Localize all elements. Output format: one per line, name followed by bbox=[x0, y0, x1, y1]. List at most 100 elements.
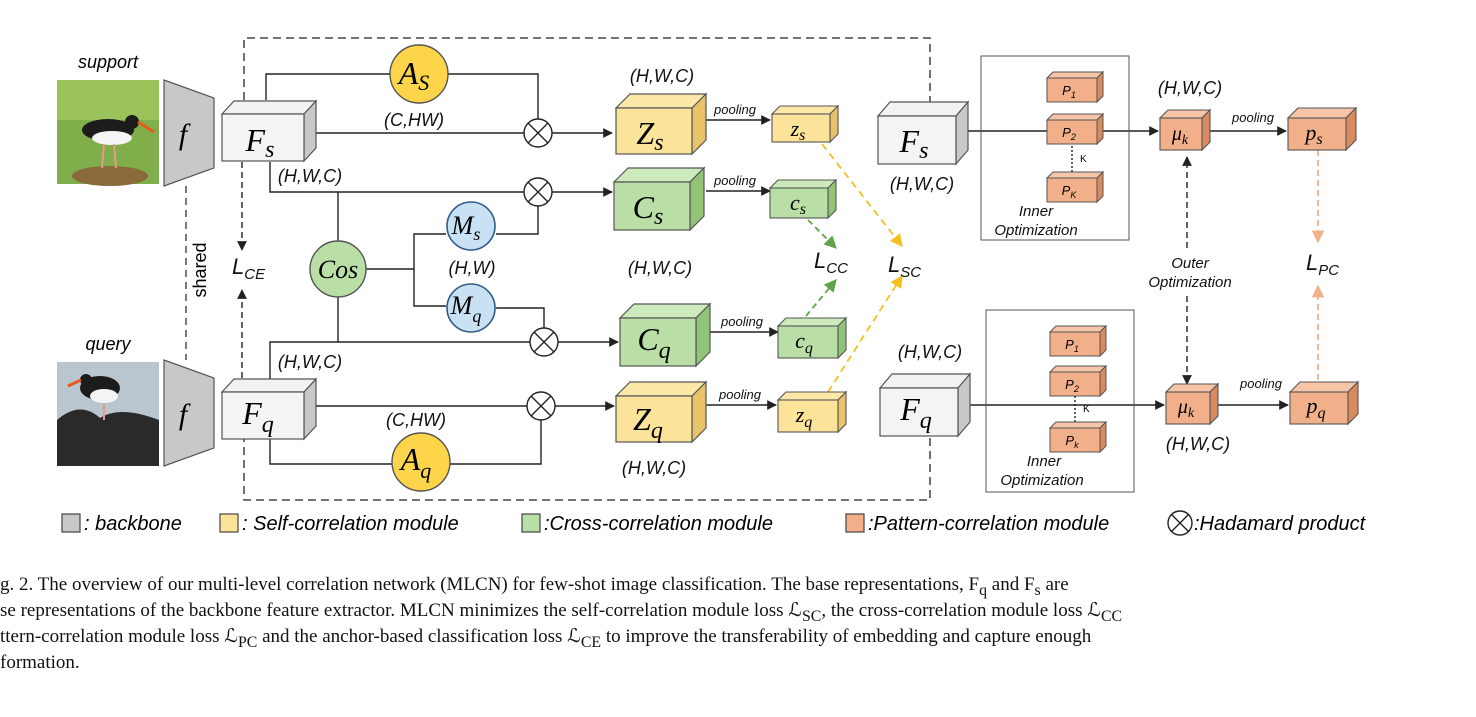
optimization-labels: Inner Optimization Inner Optimization Ou… bbox=[994, 203, 1231, 489]
legend-item: :Cross-correlation module bbox=[521, 513, 773, 535]
prototype-label: Pk bbox=[1065, 433, 1079, 450]
dim-label: (H,W,C) bbox=[622, 458, 686, 478]
cube-zq-pooled: zq bbox=[776, 390, 848, 434]
backbone-query: f bbox=[163, 359, 215, 467]
arrow-cs-lcc bbox=[807, 219, 837, 249]
prototype-cube: P2 bbox=[1045, 112, 1105, 146]
diagram-stage: support query f f shared bbox=[57, 37, 1367, 536]
wiring bbox=[237, 73, 1289, 465]
caption-line-3: ttern-correlation module loss ℒPC and th… bbox=[0, 626, 1092, 651]
cube-fq-left: Fq bbox=[220, 377, 318, 441]
dim-label: (C,HW) bbox=[386, 410, 446, 430]
cube-ps: ps bbox=[1286, 106, 1358, 152]
dim-label: (H,W,C) bbox=[898, 342, 962, 362]
svg-text:Aq: Aq bbox=[399, 441, 432, 483]
dim-label: (H,W,C) bbox=[890, 174, 954, 194]
legend-label: :Hadamard product bbox=[1194, 513, 1367, 535]
inner-opt-bottom-2: Optimization bbox=[1000, 472, 1083, 489]
cube-cs-pooled: cs bbox=[768, 178, 838, 220]
loss-ce: LCE bbox=[232, 254, 266, 283]
prototype-label: P1 bbox=[1065, 337, 1079, 354]
k-label-bottom: K bbox=[1083, 404, 1090, 415]
svg-text:Ms: Ms bbox=[451, 211, 481, 244]
dim-label: (H,W,C) bbox=[630, 66, 694, 86]
arrow-zq-lsc bbox=[827, 274, 903, 393]
svg-text:Fq: Fq bbox=[899, 391, 932, 434]
inner-opt-bottom-1: Inner bbox=[1027, 453, 1062, 470]
svg-text:cs: cs bbox=[790, 190, 806, 218]
legend-label: : Self-correlation module bbox=[242, 513, 459, 535]
pooling-label: pooling bbox=[720, 314, 764, 329]
svg-text:Fq: Fq bbox=[241, 395, 274, 438]
legend-item: : backbone bbox=[61, 513, 182, 535]
prototype-label: P2 bbox=[1062, 125, 1076, 142]
cube-cs: Cs bbox=[612, 166, 706, 232]
query-label: query bbox=[85, 334, 131, 354]
svg-text:Zq: Zq bbox=[633, 401, 663, 444]
pooling-label: pooling bbox=[713, 102, 757, 117]
caption-line-1: g. 2. The overview of our multi-level co… bbox=[0, 574, 1069, 599]
svg-text:pq: pq bbox=[1305, 393, 1326, 422]
pooling-label: pooling bbox=[718, 387, 762, 402]
mask-mq: Mq bbox=[446, 283, 496, 333]
svg-text:Zs: Zs bbox=[636, 115, 663, 156]
shared-label: shared bbox=[190, 242, 210, 297]
svg-text:Cos: Cos bbox=[318, 255, 358, 284]
pooling-label: pooling bbox=[1231, 110, 1275, 125]
loss-cc: LCC bbox=[814, 248, 848, 277]
cube-cq: Cq bbox=[618, 302, 712, 368]
support-label: support bbox=[78, 52, 139, 72]
dim-label: (H,W,C) bbox=[278, 352, 342, 372]
svg-text:Cq: Cq bbox=[637, 321, 670, 364]
svg-text:Fs: Fs bbox=[245, 122, 275, 163]
pooling-label: pooling bbox=[1239, 376, 1283, 391]
pooling-label: pooling bbox=[713, 173, 757, 188]
dimension-labels: (C,HW) (H,W,C) (H,W,C) (H,W,C) (H,W) (H,… bbox=[278, 66, 1230, 478]
dim-label: (H,W) bbox=[449, 258, 496, 278]
loss-pc: LPC bbox=[1306, 250, 1339, 279]
svg-text:zs: zs bbox=[790, 116, 806, 144]
pooling-labels: pooling pooling pooling pooling pooling … bbox=[713, 102, 1283, 402]
legend-item: :Pattern-correlation module bbox=[845, 513, 1109, 535]
module-frame bbox=[243, 37, 931, 501]
cube-mu-top: μk bbox=[1158, 108, 1212, 152]
svg-text:Mq: Mq bbox=[450, 291, 482, 326]
prototype-cube: P2 bbox=[1048, 364, 1108, 398]
svg-text:μk: μk bbox=[1171, 123, 1189, 148]
svg-text:Fs: Fs bbox=[899, 123, 929, 164]
legend-item: :Hadamard product bbox=[1167, 510, 1367, 536]
caption-line-2: se representations of the backbone featu… bbox=[0, 600, 1123, 625]
arrow-zs-lsc bbox=[821, 143, 903, 247]
cube-zq: Zq bbox=[614, 380, 708, 444]
k-label-top: K bbox=[1080, 154, 1087, 165]
legend-swatch bbox=[219, 513, 239, 533]
figure-caption: g. 2. The overview of our multi-level co… bbox=[0, 572, 1476, 712]
backbone-support: f bbox=[163, 79, 215, 187]
prototype-cube: P1 bbox=[1045, 70, 1105, 104]
svg-text:cq: cq bbox=[795, 328, 813, 357]
cube-zs: Zs bbox=[614, 92, 708, 156]
prototype-label: PK bbox=[1062, 183, 1078, 200]
query-image bbox=[57, 362, 159, 466]
svg-text:ps: ps bbox=[1303, 120, 1322, 148]
caption-line-4: formation. bbox=[0, 652, 80, 673]
outer-opt-1: Outer bbox=[1171, 255, 1210, 272]
outer-opt-2: Optimization bbox=[1148, 274, 1231, 291]
mlcn-diagram: support query f f shared bbox=[57, 37, 1367, 536]
svg-text:μk: μk bbox=[1177, 396, 1195, 421]
cube-fs-right: Fs bbox=[876, 100, 970, 166]
attention-aq: Aq bbox=[391, 432, 451, 492]
dim-label: (H,W,C) bbox=[1158, 78, 1222, 98]
svg-text:zq: zq bbox=[795, 402, 813, 431]
legend-label: :Cross-correlation module bbox=[544, 513, 773, 535]
legend-swatch bbox=[845, 513, 865, 533]
prototype-label: P1 bbox=[1062, 83, 1076, 100]
legend-label: :Pattern-correlation module bbox=[868, 513, 1109, 535]
loss-labels: LCE LCC LSC LPC bbox=[232, 248, 1339, 283]
cube-mu-bottom: μk bbox=[1164, 382, 1220, 426]
dim-label: (H,W,C) bbox=[278, 166, 342, 186]
inner-opt-box-bottom bbox=[985, 309, 1135, 493]
arrow-cq-lcc bbox=[805, 279, 837, 317]
